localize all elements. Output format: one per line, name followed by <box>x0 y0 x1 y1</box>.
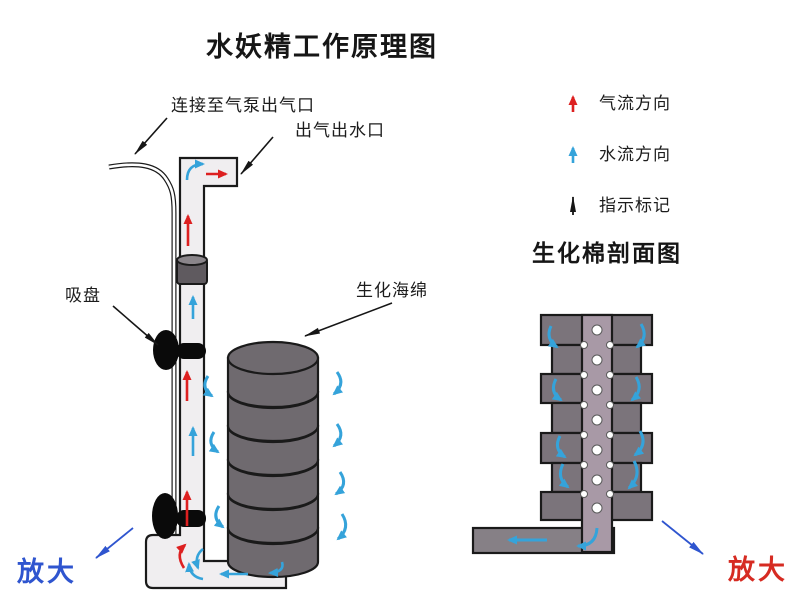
water-flow-arrows-pipe <box>185 159 284 581</box>
label-air-pump-connection: 连接至气泵出气口 <box>171 96 315 115</box>
zoom-pointer-arrows <box>95 520 704 559</box>
label-outlet: 出气出水口 <box>295 121 385 140</box>
pipe-coupling <box>176 254 208 285</box>
zoom-note-right: 放大 <box>728 555 788 585</box>
tube-holes <box>580 324 614 514</box>
sponge-stack <box>226 340 320 579</box>
section-water-arrows <box>507 323 647 551</box>
legend-label-indicator: 指示标记 <box>599 196 671 215</box>
legend-label-air-flow: 气流方向 <box>599 94 671 113</box>
sponge-disk <box>226 340 320 409</box>
label-pointer-arrows <box>112 117 393 346</box>
label-suction-cup: 吸盘 <box>65 286 101 305</box>
zoom-note-left: 放大 <box>17 557 77 587</box>
page-title: 水妖精工作原理图 <box>206 32 438 62</box>
water-flow-arrows-sponge <box>202 371 348 541</box>
sponge-cross-section <box>471 313 654 555</box>
suction-cup-bottom <box>152 493 206 539</box>
suction-cup-top <box>153 330 206 370</box>
cross-section-title: 生化棉剖面图 <box>532 240 682 266</box>
air-hose <box>108 162 177 537</box>
air-flow-arrows <box>176 169 228 569</box>
label-bio-sponge: 生化海绵 <box>356 281 428 300</box>
legend-label-water-flow: 水流方向 <box>599 145 671 164</box>
